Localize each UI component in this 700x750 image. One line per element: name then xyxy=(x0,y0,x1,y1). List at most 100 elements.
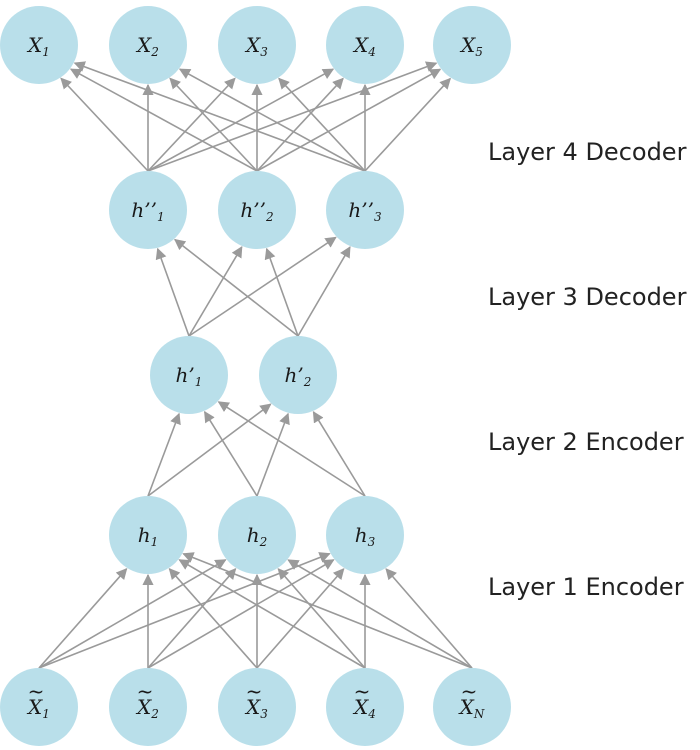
node-label-subscript: 1 xyxy=(42,45,50,59)
node-label-subscript: 4 xyxy=(367,45,376,59)
node-label-subscript: 3 xyxy=(260,45,268,59)
node-h1: h1 xyxy=(109,496,187,574)
arrow-h1-to-hp1 xyxy=(147,412,181,497)
node-x5: X5 xyxy=(433,6,511,84)
arrow-xt1-to-h2 xyxy=(38,559,227,669)
node-label-base: X xyxy=(244,33,261,57)
node-circle xyxy=(109,668,187,746)
node-circle xyxy=(0,6,78,84)
node-label: X4 xyxy=(352,33,376,59)
node-hpp3: h’’3 xyxy=(326,171,404,249)
node-hp1: h’1 xyxy=(150,336,228,414)
node-label-subscript: 4 xyxy=(367,707,376,721)
arrow-xt3-to-h1 xyxy=(168,567,258,669)
arrow-xt2-to-h3 xyxy=(147,559,335,669)
node-label-subscript: N xyxy=(473,707,485,721)
arrow-h2-to-hp2 xyxy=(256,412,290,497)
node-label-base: X xyxy=(135,695,152,719)
arrow-hp2-to-hpp3 xyxy=(297,246,351,337)
node-label: h’’1 xyxy=(131,198,164,224)
node-label: h’1 xyxy=(176,363,203,389)
node-label: X2 xyxy=(135,33,159,59)
layer-labels: Layer 4 Decoder Layer 3 Decoder Layer 2 … xyxy=(488,138,687,601)
node-h2: h2 xyxy=(218,496,296,574)
node-circle xyxy=(218,171,296,249)
arrow-hpp1-to-x3 xyxy=(147,77,236,172)
arrow-xt1-to-h3 xyxy=(38,552,331,669)
node-circle xyxy=(218,668,296,746)
layer-3-decoder-label: Layer 3 Decoder xyxy=(488,283,687,311)
node-label-subscript: 3 xyxy=(374,210,382,224)
node-label-base: h’ xyxy=(176,363,195,387)
arrow-hp1-to-hpp3 xyxy=(188,236,337,337)
node-circle xyxy=(109,171,187,249)
node-label-subscript: 1 xyxy=(42,707,50,721)
node-label: h’2 xyxy=(285,363,312,389)
arrow-hpp3-to-x5 xyxy=(364,77,451,172)
node-circle xyxy=(259,336,337,414)
node-label-subscript: 1 xyxy=(151,535,159,549)
arrow-hpp3-to-x1 xyxy=(73,61,366,172)
node-label: X1 xyxy=(26,33,50,59)
node-label-base: X xyxy=(459,33,476,57)
node-label: h2 xyxy=(247,523,268,549)
arrow-hpp3-to-x2 xyxy=(178,68,366,172)
layer-4-decoder-label: Layer 4 Decoder xyxy=(488,138,687,166)
connection-arrows xyxy=(38,61,473,669)
node-circle xyxy=(109,496,187,574)
tilde-mark: ~ xyxy=(137,679,154,703)
arrow-hpp2-to-x2 xyxy=(169,77,258,172)
node-label: X1 xyxy=(26,695,50,721)
node-label-base: X xyxy=(26,695,43,719)
node-label: h’’2 xyxy=(240,198,273,224)
node-circle xyxy=(433,668,511,746)
arrow-xtN-to-h3 xyxy=(385,568,473,669)
node-label-base: X xyxy=(244,695,261,719)
node-circle xyxy=(433,6,511,84)
arrow-hpp1-to-x4 xyxy=(147,68,335,172)
node-label: X5 xyxy=(459,33,483,59)
arrow-hp1-to-hpp2 xyxy=(188,246,243,337)
node-label-subscript: 1 xyxy=(195,375,203,389)
node-label-base: h xyxy=(355,523,368,547)
arrow-xt1-to-h1 xyxy=(38,567,128,669)
tilde-mark: ~ xyxy=(28,679,45,703)
node-label: h3 xyxy=(355,523,376,549)
node-circle xyxy=(109,6,187,84)
node-circle xyxy=(326,6,404,84)
node-label-subscript: 2 xyxy=(150,45,159,59)
node-label-subscript: 2 xyxy=(303,375,312,389)
arrow-hp2-to-hpp2 xyxy=(264,247,299,337)
arrow-hpp1-to-x1 xyxy=(60,77,149,172)
arrow-hp2-to-hpp1 xyxy=(174,238,299,337)
node-label-subscript: 1 xyxy=(157,210,165,224)
node-label-base: X xyxy=(352,695,369,719)
node-xt3: X3~ xyxy=(218,668,296,746)
node-h3: h3 xyxy=(326,496,404,574)
node-label: X3 xyxy=(244,695,268,721)
arrow-xtN-to-h2 xyxy=(287,559,473,669)
node-circle xyxy=(150,336,228,414)
node-circle xyxy=(326,171,404,249)
tilde-mark: ~ xyxy=(246,679,263,703)
tilde-mark: ~ xyxy=(461,679,478,703)
node-label-base: X xyxy=(135,33,152,57)
node-label-base: h’’ xyxy=(240,198,266,222)
node-label-subscript: 3 xyxy=(368,535,376,549)
node-label: XN xyxy=(458,695,485,721)
node-label-base: h’ xyxy=(285,363,304,387)
node-xt2: X2~ xyxy=(109,668,187,746)
arrow-h1-to-hp2 xyxy=(147,403,272,497)
arrow-xt2-to-h2 xyxy=(147,567,237,669)
node-label-base: h’’ xyxy=(348,198,374,222)
node-x4: X4 xyxy=(326,6,404,84)
node-label: h1 xyxy=(138,523,159,549)
node-xtN: XN~ xyxy=(433,668,511,746)
arrow-hp1-to-hpp1 xyxy=(155,247,190,337)
node-x3: X3 xyxy=(218,6,296,84)
node-label-base: X xyxy=(458,695,475,719)
node-hpp2: h’’2 xyxy=(218,171,296,249)
node-circle xyxy=(326,668,404,746)
